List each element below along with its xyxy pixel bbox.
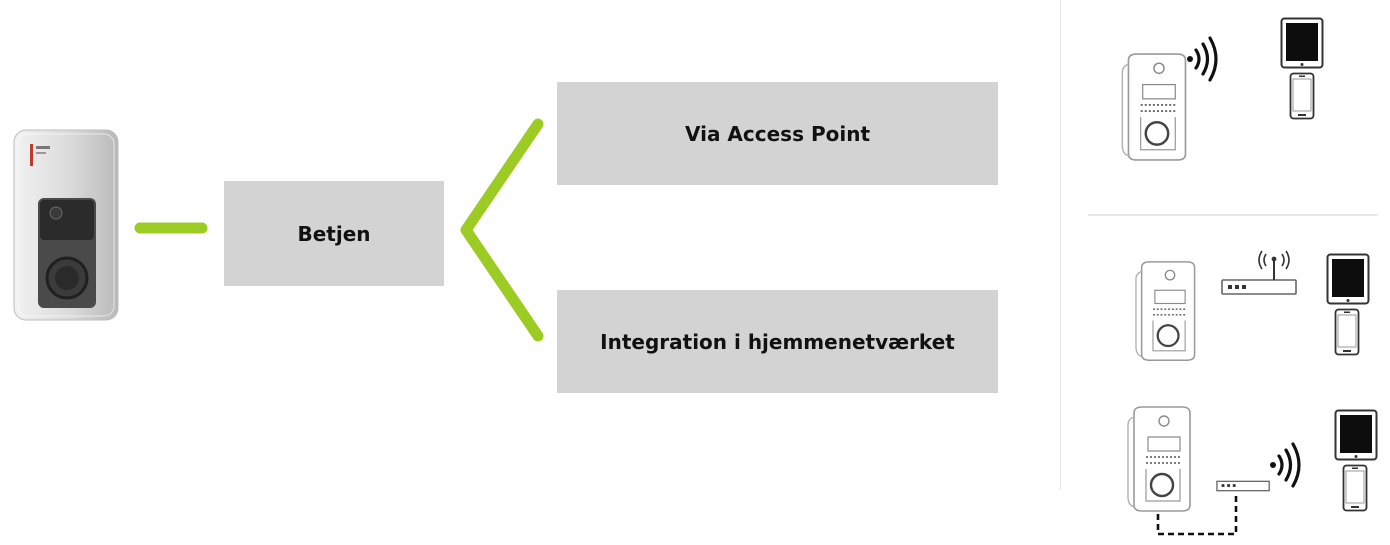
tablet-icon [1326,253,1370,305]
smartphone-icon [1334,308,1360,356]
wifi-signal-icon [1266,440,1308,490]
charger-icon [1132,260,1208,364]
node-access-point-label: Via Access Point [684,121,871,146]
smartphone-icon [1289,72,1315,120]
node-betjen-label: Betjen [297,221,371,246]
charger-image [13,129,119,321]
horizontal-divider [1088,214,1378,216]
ethernet-cable-icon [1156,492,1238,536]
wifi-signal-icon [1183,34,1225,84]
node-home-network: Integration i hjemmenetværket [557,290,998,393]
vertical-divider [1060,0,1061,490]
tablet-icon [1280,17,1324,69]
node-access-point: Via Access Point [557,82,998,185]
node-home-network-label: Integration i hjemmenetværket [600,329,955,354]
router-icon [1220,250,1300,300]
tablet-icon [1334,409,1378,461]
smartphone-icon [1342,464,1368,512]
connector-fork [460,118,544,342]
node-betjen: Betjen [224,181,444,286]
